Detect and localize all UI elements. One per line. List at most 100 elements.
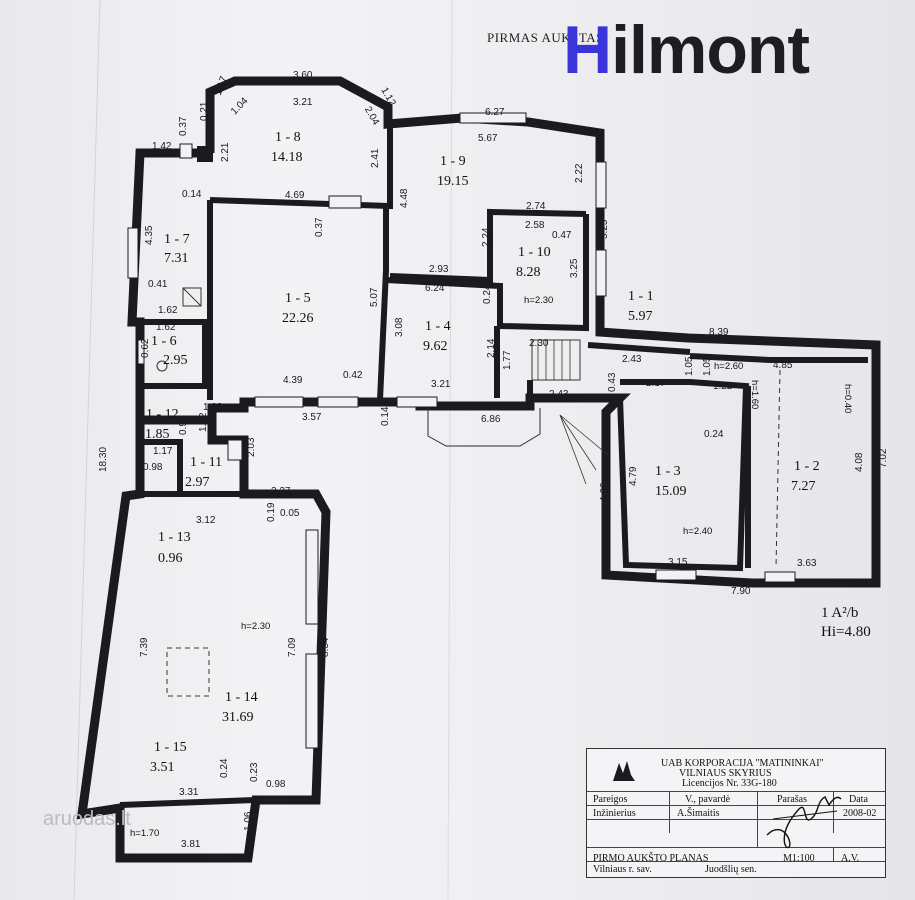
- dimension: 2.24: [481, 227, 492, 247]
- room-id: 1 - 5: [285, 291, 311, 306]
- col-name: V., pavardė: [685, 794, 731, 805]
- height-label: h=2.60: [714, 361, 743, 372]
- dimension: 0.24: [219, 758, 230, 778]
- dimension: 2.43: [549, 389, 569, 400]
- room-area: 7.27: [791, 479, 816, 494]
- dimension: 6.27: [485, 107, 505, 118]
- room-id: 1 - 7: [164, 232, 190, 247]
- interior-wall: [689, 353, 868, 363]
- room-area: 1.85: [145, 427, 170, 442]
- room-area: 19.15: [437, 174, 469, 189]
- aruodas-watermark: aruodas.lt: [43, 808, 131, 830]
- room-id: 1 - 3: [655, 464, 681, 479]
- dimension: 2.21: [220, 142, 231, 162]
- window: [459, 112, 527, 124]
- interior-wall: [377, 206, 389, 401]
- window: [328, 195, 362, 209]
- interior-wall: [617, 379, 750, 572]
- dashed-opening: [166, 647, 210, 697]
- dimension: 2.58: [525, 220, 545, 231]
- role: Inžinierius: [593, 808, 636, 819]
- dimension: 0.23: [249, 762, 260, 782]
- municipality: Vilniaus r. sav.: [593, 864, 652, 875]
- room-id: 1 - 11: [190, 455, 222, 470]
- dimension: 1.05: [702, 356, 713, 376]
- dimension: 0.21: [199, 101, 210, 121]
- table-rule: [833, 847, 834, 861]
- license-number: Licencijos Nr. 33G-180: [682, 778, 777, 789]
- dimension: 7.90: [731, 586, 751, 597]
- company-name: UAB KORPORACIJA "MATININKAI": [661, 758, 824, 769]
- room-area: 2.95: [163, 353, 188, 368]
- interior-wall: [587, 342, 691, 355]
- dimension: 7.39: [139, 637, 150, 657]
- dimension: 0.37: [178, 116, 189, 136]
- room-area: 2.97: [185, 475, 210, 490]
- dimension: 2.04: [362, 105, 381, 128]
- room-id: 1 - 15: [154, 740, 187, 755]
- table-rule: [587, 791, 885, 792]
- room-id: 1 - 12: [146, 407, 179, 422]
- interior-wall: [119, 797, 257, 808]
- dimension: 0.41: [148, 279, 168, 290]
- height-label: h=2.30: [241, 621, 270, 632]
- window: [305, 653, 319, 749]
- interior-wall: [140, 319, 208, 389]
- room-id: 1 - 13: [158, 530, 191, 545]
- dimension: 0.47: [552, 230, 572, 241]
- dimension: 1.62: [158, 305, 178, 316]
- dimension: 1.32: [198, 412, 209, 432]
- dimension: 1.62: [156, 322, 176, 333]
- room-id: 1 - 6: [151, 334, 177, 349]
- paper-fold: [447, 0, 453, 900]
- dimension: 1.42: [152, 141, 172, 152]
- dimension: 8.39: [709, 327, 729, 338]
- room-id: 1 - 10: [518, 245, 551, 260]
- col-signature: Parašas: [777, 794, 807, 805]
- room-area: 7.31: [164, 251, 189, 266]
- dimension: 5.07: [369, 287, 380, 307]
- window: [396, 396, 438, 408]
- dimension: 4.69: [285, 190, 305, 201]
- dimension: 2.22: [574, 163, 585, 183]
- dimension: 3.15: [668, 557, 688, 568]
- dimension: 3.12: [196, 515, 216, 526]
- dimension: 2.17: [646, 378, 666, 389]
- porch-outline: [427, 408, 541, 447]
- room-area: 22.26: [282, 311, 314, 326]
- scale-note-line: Hi=4.80: [821, 624, 871, 640]
- dimension: 3.57: [302, 412, 322, 423]
- dimension: 0.14: [182, 189, 202, 200]
- signature: [766, 796, 842, 849]
- dimension: 2.30: [529, 338, 549, 349]
- title-block: UAB KORPORACIJA "MATININKAI" VILNIAUS SK…: [586, 748, 886, 878]
- dimension: 3.63: [797, 558, 817, 569]
- person-name: A.Šimaitis: [677, 808, 720, 819]
- dimension: 6.24: [425, 283, 445, 294]
- room-id: 1 - 2: [794, 459, 820, 474]
- dimension: 2.41: [370, 148, 381, 168]
- room-id: 1 - 1: [628, 289, 654, 304]
- room-area: 3.51: [150, 760, 175, 775]
- staircase: [531, 339, 609, 485]
- window: [595, 249, 607, 297]
- dimension: 0.24: [482, 284, 493, 304]
- dimension: 0.37: [314, 217, 325, 237]
- room-area: 14.18: [271, 150, 303, 165]
- window: [227, 439, 243, 461]
- dimension: 0.62: [140, 338, 151, 358]
- dimension: 5.03: [743, 460, 754, 480]
- interior-wall: [140, 439, 183, 494]
- dimension: 4.79: [628, 466, 639, 486]
- window: [317, 396, 359, 408]
- dimension: 4.08: [854, 452, 865, 472]
- dimension: 8.34: [320, 637, 331, 657]
- window: [127, 227, 139, 279]
- paper-fold: [73, 0, 101, 900]
- dimension: 4.66: [599, 482, 610, 502]
- dimension: 2.14: [486, 338, 497, 358]
- height-label: h=2.30: [524, 295, 553, 306]
- dimension: 3.21: [293, 97, 313, 108]
